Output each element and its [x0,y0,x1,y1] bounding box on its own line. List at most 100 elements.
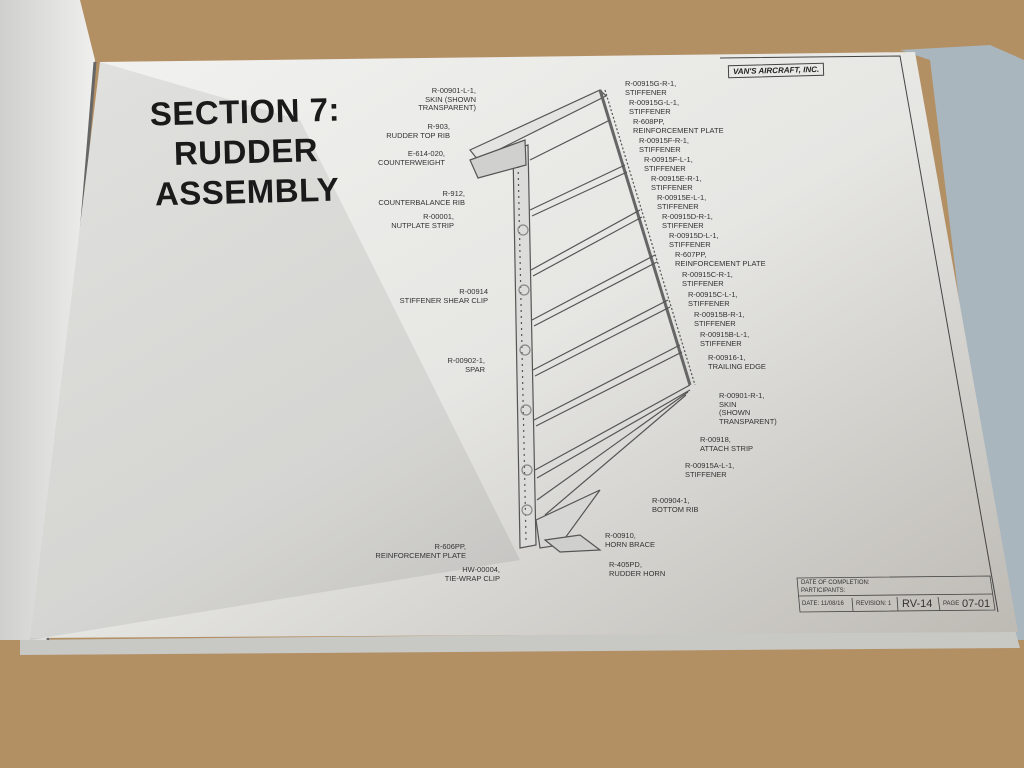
revision-field: REVISION: 1 [856,601,892,607]
callout-right: R-00915D-L-1,STIFFENER [669,231,719,249]
callout-right: R-608PP,REINFORCEMENT PLATE [633,117,724,135]
part-number: R-00915F-L-1, [644,155,693,164]
page-border [719,55,999,613]
part-desc: STIFFENER [682,278,724,288]
model-field: RV-14 [902,598,933,610]
part-desc: STIFFENER [657,201,699,211]
page-label: PAGE [943,601,960,607]
part-desc: BOTTOM RIB [652,504,699,514]
part-desc: SPAR [465,364,485,374]
part-number: R-00918, [700,435,731,444]
title-block-frame [796,575,996,613]
part-number: R-00915E-L-1, [657,193,707,202]
date-of-completion-label: DATE OF COMPLETION: [801,580,870,586]
part-number: R-00910, [605,531,636,540]
part-number: R-00916-1, [708,353,746,362]
part-number: R-00915D-L-1, [669,231,719,240]
part-desc: RUDDER HORN [609,568,666,578]
participants-label: PARTICIPANTS: [801,588,846,594]
part-number: R-00915D-R-1, [662,212,713,221]
callout-left: R-00001,NUTPLATE STRIP [391,212,454,230]
part-number: R-00901-R-1, [719,391,765,400]
page-number: 07-01 [962,598,991,610]
part-number: HW-00004, [462,565,500,574]
part-desc: TIE-WRAP CLIP [444,573,500,583]
part-desc: STIFFENER [688,298,730,308]
part-number: R-00915B-R-1, [694,310,745,319]
part-desc: HORN BRACE [605,539,656,549]
part-number: R-00901-L-1, [431,86,476,95]
callout-right: R-00915E-L-1,STIFFENER [657,193,707,211]
callout-right: R-00915B-R-1,STIFFENER [694,310,745,328]
part-number: R-00904-1, [652,496,690,505]
part-desc: COUNTERBALANCE RIB [378,197,465,207]
part-number: R-606PP, [434,542,466,551]
callout-right: R-00904-1,BOTTOM RIB [652,496,699,514]
part-desc: COUNTERWEIGHT [378,157,445,167]
part-number: R-00915C-R-1, [682,270,733,279]
part-number: R-00915A-L-1, [685,461,735,470]
part-desc: STIFFENER [694,318,736,328]
part-desc: SKIN [719,399,737,409]
part-number: R-00915F-R-1, [639,136,690,145]
callout-right: R-00915F-L-1,STIFFENER [644,155,693,173]
part-number: R-00001, [423,212,454,221]
callout-right: R-00915F-R-1,STIFFENER [639,136,690,154]
part-desc: STIFFENER [651,182,693,192]
part-desc: STIFFENER [669,239,711,249]
part-desc: NUTPLATE STRIP [391,220,454,230]
part-desc: (SHOWN [719,408,751,417]
callout-left: HW-00004,TIE-WRAP CLIP [444,565,500,583]
part-number: R-00915B-L-1, [700,330,750,339]
part-number: R-00902-1, [447,356,485,365]
part-desc: RUDDER TOP RIB [386,130,450,140]
date-field: DATE: 11/08/16 [802,601,844,607]
callout-right: R-00915C-L-1,STIFFENER [688,290,738,308]
part-number: R-00914 [459,287,488,296]
part-desc: TRANSPARENT) [719,416,777,426]
part-desc: ATTACH STRIP [700,443,754,453]
part-desc: STIFFENER [625,87,667,97]
left-page [0,0,95,640]
brand-label: VAN'S AIRCRAFT, INC. [727,62,825,79]
callout-right: R-00915A-L-1,STIFFENER [685,461,735,479]
callout-left: R-903,RUDDER TOP RIB [386,122,450,140]
part-desc: TRANSPARENT) [418,103,476,112]
callout-right: R-00915E-R-1,STIFFENER [651,174,702,192]
part-number: R-903, [427,122,450,131]
part-number: R-00915C-L-1, [688,290,738,299]
part-desc: STIFFENER [685,469,727,479]
title-line-1: SECTION 7: [149,90,341,133]
title-line-2: RUDDER [173,131,319,172]
part-number: R-912, [442,189,465,198]
part-number: R-608PP, [633,117,665,126]
part-number: R-405PD, [609,560,642,569]
part-desc: TRAILING EDGE [708,361,766,371]
callout-left: R-912,COUNTERBALANCE RIB [378,189,465,207]
section-title: SECTION 7: RUDDER ASSEMBLY [134,89,357,215]
part-desc: STIFFENER [700,338,742,348]
part-desc: STIFFENER [639,144,681,154]
callout-right: R-00915B-L-1,STIFFENER [700,330,750,348]
part-desc: STIFFENER [662,220,704,230]
part-desc: SKIN (SHOWN [425,94,476,104]
part-number: R-00915G-L-1, [629,98,680,107]
part-desc: REINFORCEMENT PLATE [675,258,766,268]
part-desc: REINFORCEMENT PLATE [375,550,466,560]
callout-right: R-405PD,RUDDER HORN [609,560,666,578]
callout-right: R-00910,HORN BRACE [605,531,656,549]
part-desc: STIFFENER SHEAR CLIP [399,295,488,305]
callout-right: R-607PP,REINFORCEMENT PLATE [675,250,766,268]
part-desc: STIFFENER [644,163,686,173]
callout-left: E-614-020,COUNTERWEIGHT [378,149,445,167]
part-desc: REINFORCEMENT PLATE [633,125,724,135]
page-stack [20,630,1020,655]
part-number: R-607PP, [675,250,707,259]
callout-right: R-00916-1,TRAILING EDGE [708,353,766,371]
part-number: R-00915E-R-1, [651,174,702,183]
part-number: E-614-020, [407,149,445,158]
part-desc: STIFFENER [629,106,671,116]
